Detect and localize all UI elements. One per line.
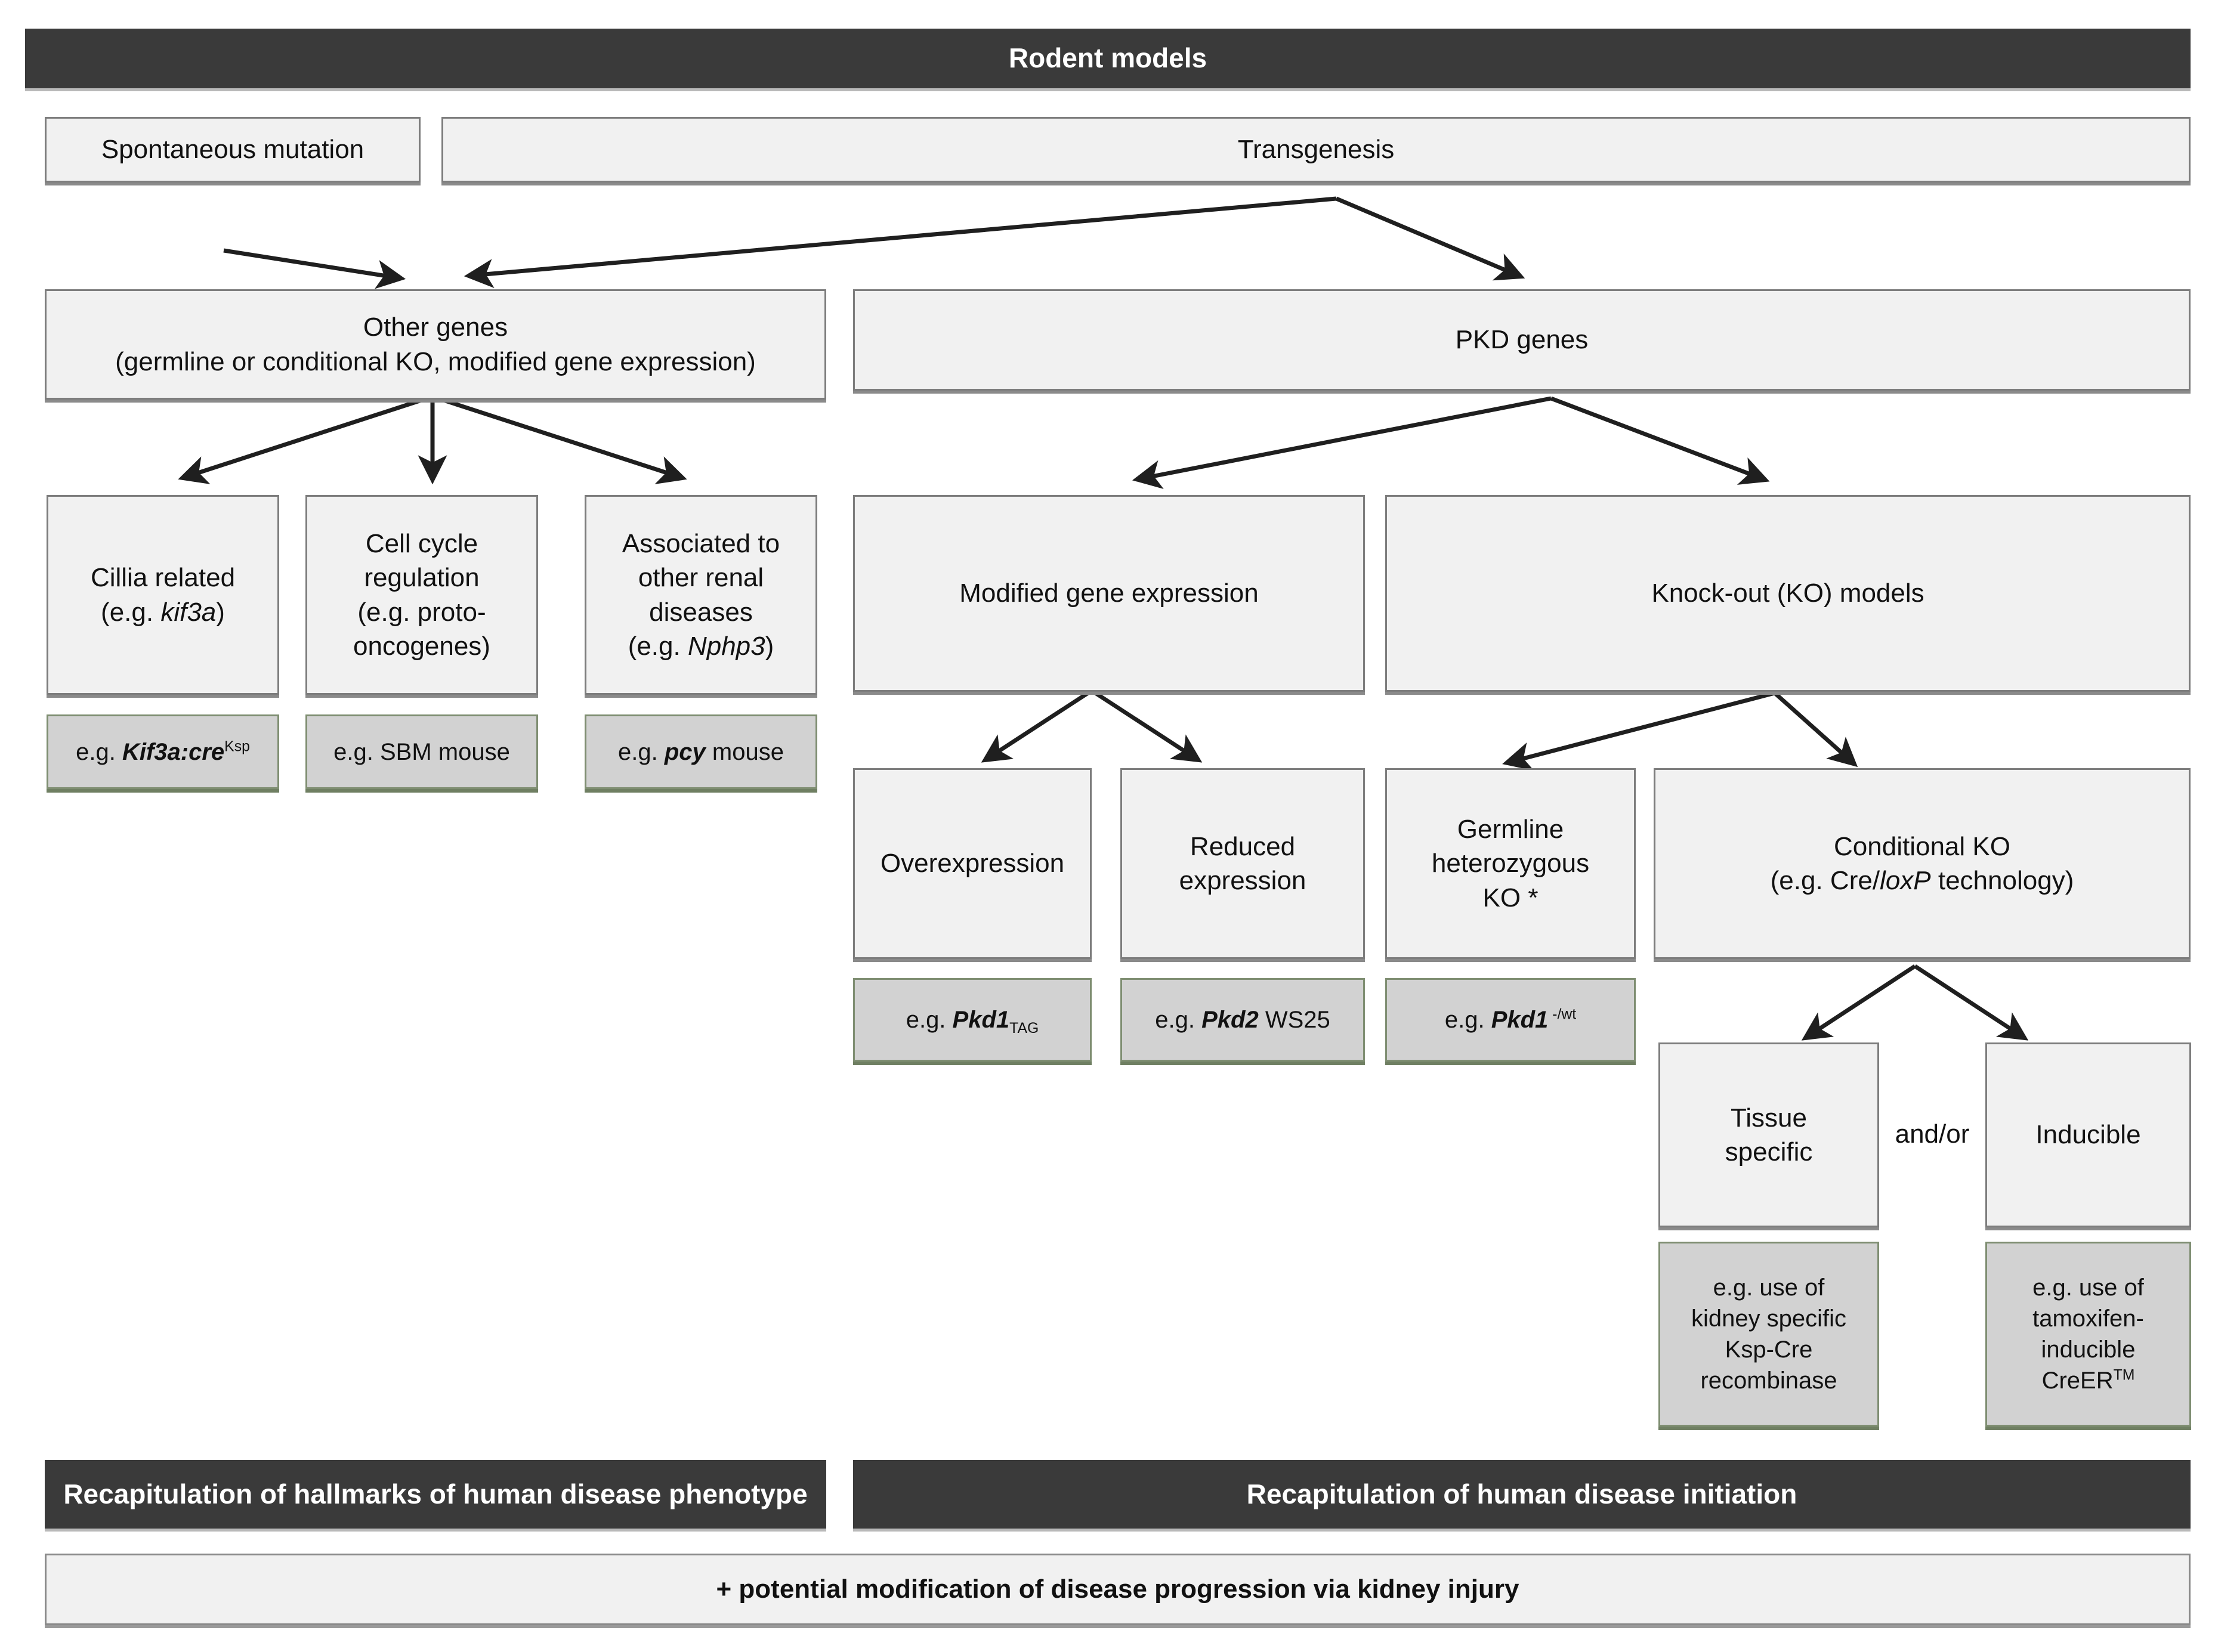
node-cillia-related-line1: Cillia related — [90, 563, 236, 593]
connector-and-or: and/or — [1879, 1110, 1985, 1158]
arrow-pkd-to-modified-expression — [1132, 396, 1552, 489]
node-tissue-specific-line1: Tissue — [1731, 1103, 1807, 1133]
example-pcy-mouse[interactable]: e.g. pcy mouse — [585, 714, 817, 789]
node-transgenesis-label: Transgenesis — [1237, 135, 1395, 165]
title-bar: Rodent models — [25, 29, 2191, 88]
footer-bar-hallmarks: Recapitulation of hallmarks of human dis… — [45, 1460, 826, 1529]
node-associated-other-renal[interactable]: Associated to other renal diseases (e.g.… — [585, 495, 817, 695]
connector-and-or-label: and/or — [1895, 1119, 1970, 1149]
node-reduced-expression[interactable]: Reduced expression — [1120, 768, 1365, 959]
node-pkd-genes[interactable]: PKD genes — [853, 289, 2191, 391]
arrow-modexpr-to-reduced — [1090, 689, 1203, 763]
example-sbm-mouse[interactable]: e.g. SBM mouse — [305, 714, 538, 789]
arrow-ko-to-conditional — [1773, 691, 1858, 768]
arrow-other-genes-to-cillia — [178, 394, 434, 484]
example-pkd2-ws25[interactable]: e.g. Pkd2 WS25 — [1120, 978, 1365, 1062]
example-ksp-cre-line4: recombinase — [1700, 1368, 1837, 1394]
node-cillia-related[interactable]: Cillia related (e.g. kif3a) — [47, 495, 279, 695]
example-ksp-cre-line1: e.g. use of — [1713, 1274, 1825, 1301]
example-pkd1-het[interactable]: e.g. Pkd1 -/wt — [1385, 978, 1636, 1062]
footer-bar-initiation-label: Recapitulation of human disease initiati… — [1246, 1478, 1797, 1509]
example-pkd1-het-label: e.g. Pkd1 -/wt — [1444, 1006, 1577, 1033]
node-other-genes[interactable]: Other genes (germline or conditional KO,… — [45, 289, 826, 400]
node-associated-line1: Associated to — [622, 529, 780, 559]
node-germline-line2: heterozygous — [1431, 849, 1590, 878]
node-reduced-expression-line2: expression — [1179, 866, 1306, 895]
example-kif3a-cre-ksp-label: e.g. Kif3a:creKsp — [76, 738, 250, 765]
node-cell-cycle-line4: oncogenes) — [353, 631, 490, 661]
title-bar-label: Rodent models — [1008, 42, 1207, 74]
node-modified-gene-expression-label: Modified gene expression — [959, 578, 1259, 608]
example-ksp-cre[interactable]: e.g. use of kidney specific Ksp-Cre reco… — [1658, 1242, 1879, 1427]
arrow-conditional-to-inducible — [1914, 964, 2029, 1041]
example-creer-line2: tamoxifen- — [2032, 1305, 2144, 1332]
node-associated-line3: diseases — [649, 597, 753, 627]
arrow-pkd-to-knockout — [1550, 396, 1770, 485]
node-overexpression-label: Overexpression — [880, 849, 1065, 878]
example-sbm-mouse-label: e.g. SBM mouse — [333, 738, 510, 765]
node-conditional-ko-line1: Conditional KO — [1834, 831, 2010, 861]
node-cell-cycle-line2: regulation — [364, 563, 480, 593]
arrow-modexpr-to-overexpression — [981, 689, 1093, 763]
arrow-ko-to-germline — [1502, 691, 1775, 771]
node-germline-line3: KO * — [1482, 883, 1539, 912]
arrow-spontaneous-to-other-genes — [223, 248, 406, 289]
node-knockout-models[interactable]: Knock-out (KO) models — [1385, 495, 2191, 692]
footer-bar-progression-label: + potential modification of disease prog… — [716, 1574, 1519, 1604]
example-creer-line1: e.g. use of — [2032, 1274, 2144, 1301]
example-pkd1-tag-label: e.g. Pkd1TAG — [906, 1007, 1039, 1037]
node-inducible[interactable]: Inducible — [1985, 1042, 2191, 1227]
footer-bar-initiation: Recapitulation of human disease initiati… — [853, 1460, 2191, 1529]
node-conditional-ko-line2: (e.g. Cre/loxP technology) — [1770, 866, 2074, 895]
example-pcy-mouse-label: e.g. pcy mouse — [618, 738, 784, 765]
node-overexpression[interactable]: Overexpression — [853, 768, 1092, 959]
node-other-genes-line2: (germline or conditional KO, modified ge… — [115, 347, 756, 376]
node-germline-heterozygous-ko[interactable]: Germline heterozygous KO * — [1385, 768, 1636, 959]
node-transgenesis[interactable]: Transgenesis — [441, 117, 2191, 182]
node-germline-line1: Germline — [1457, 815, 1564, 844]
footer-bar-progression: + potential modification of disease prog… — [45, 1554, 2191, 1625]
node-cillia-related-line2: (e.g. kif3a) — [101, 597, 225, 627]
example-pkd1-tag[interactable]: e.g. Pkd1TAG — [853, 978, 1092, 1062]
example-creer-tm[interactable]: e.g. use of tamoxifen- inducible CreERTM — [1985, 1242, 2191, 1427]
arrow-conditional-to-tissue — [1801, 964, 1916, 1041]
example-kif3a-cre-ksp[interactable]: e.g. Kif3a:creKsp — [47, 714, 279, 789]
node-inducible-label: Inducible — [2035, 1120, 2141, 1150]
footer-bar-hallmarks-label: Recapitulation of hallmarks of human dis… — [63, 1478, 808, 1509]
example-ksp-cre-line2: kidney specific — [1691, 1305, 1847, 1332]
node-spontaneous-mutation-label: Spontaneous mutation — [101, 135, 364, 165]
arrow-transgenesis-to-other-genes — [464, 196, 1337, 289]
node-pkd-genes-label: PKD genes — [1455, 325, 1589, 355]
arrow-other-genes-to-associated — [431, 394, 687, 484]
node-tissue-specific-line2: specific — [1725, 1137, 1813, 1167]
example-creer-line4: CreERTM — [2041, 1367, 2135, 1394]
node-spontaneous-mutation[interactable]: Spontaneous mutation — [45, 117, 421, 182]
example-creer-line3: inducible — [2041, 1337, 2136, 1363]
example-pkd2-ws25-label: e.g. Pkd2 WS25 — [1155, 1007, 1330, 1033]
example-ksp-cre-line3: Ksp-Cre — [1725, 1337, 1813, 1363]
node-associated-line4: (e.g. Nphp3) — [628, 631, 774, 661]
node-modified-gene-expression[interactable]: Modified gene expression — [853, 495, 1365, 692]
node-other-genes-line1: Other genes — [363, 313, 508, 342]
arrow-transgenesis-to-pkd-genes — [1335, 196, 1525, 281]
node-cell-cycle-regulation[interactable]: Cell cycle regulation (e.g. proto- oncog… — [305, 495, 538, 695]
node-reduced-expression-line1: Reduced — [1190, 831, 1296, 861]
node-associated-line2: other renal — [638, 563, 764, 593]
node-cell-cycle-line1: Cell cycle — [365, 529, 478, 559]
node-knockout-models-label: Knock-out (KO) models — [1651, 578, 1924, 608]
node-conditional-ko[interactable]: Conditional KO (e.g. Cre/loxP technology… — [1654, 768, 2191, 959]
node-cell-cycle-line3: (e.g. proto- — [357, 597, 486, 627]
node-tissue-specific[interactable]: Tissue specific — [1658, 1042, 1879, 1227]
